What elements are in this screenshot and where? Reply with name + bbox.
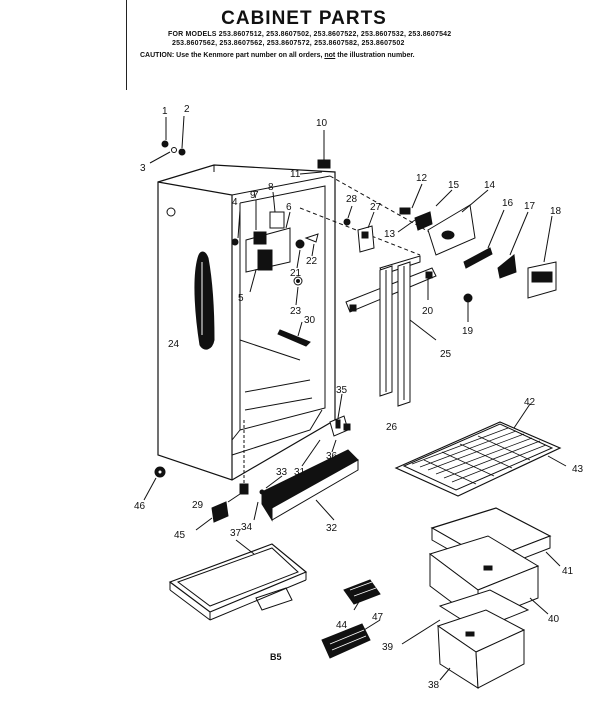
- callout-22: 22: [306, 256, 318, 267]
- page-title: CABINET PARTS: [221, 8, 387, 29]
- callout-23: 23: [290, 306, 302, 317]
- models-line-1: FOR MODELS 253.8607512, 253.8607502, 253…: [168, 31, 452, 38]
- callout-42: 42: [524, 397, 536, 408]
- caution-prefix: CAUTION: Use the Kenmore part number on …: [140, 52, 323, 59]
- callout-17: 17: [524, 201, 536, 212]
- callout-labels: 1 2 3 4 5 6 7 8 9 10 11 12 13 14 15 16 1…: [134, 104, 584, 691]
- caution-note: CAUTION: Use the Kenmore part number on …: [140, 52, 600, 59]
- callout-44: 44: [336, 620, 348, 631]
- callout-11: 11: [290, 169, 301, 180]
- callout-33: 33: [276, 467, 288, 478]
- part-30-thermostat-wire: [277, 321, 311, 347]
- callout-36: 36: [326, 451, 338, 462]
- models-line-2: 253.8607562, 253.8607562, 253.8607572, 2…: [172, 40, 405, 47]
- part-24-gasket-strip: [194, 251, 215, 350]
- callout-28: 28: [346, 194, 358, 205]
- callout-1: 1: [162, 106, 168, 117]
- models-list: FOR MODELS 253.8607512, 253.8607502, 253…: [168, 30, 588, 48]
- callout-9: 9: [250, 190, 256, 201]
- callout-14: 14: [484, 180, 496, 191]
- callout-30: 30: [304, 315, 316, 326]
- callout-41: 41: [562, 566, 574, 577]
- caution-not: not: [324, 52, 336, 59]
- callout-39: 39: [382, 642, 394, 653]
- header-divider-line: [126, 0, 127, 90]
- callout-45: 45: [174, 530, 186, 541]
- upper-right-hardware: [397, 183, 557, 322]
- callout-4: 4: [232, 197, 238, 208]
- callout-7: 7: [253, 190, 259, 201]
- callout-16: 16: [502, 198, 514, 209]
- callout-25: 25: [440, 349, 452, 360]
- callout-15: 15: [448, 180, 460, 191]
- page-code: B5: [270, 652, 282, 662]
- parts-1-2-3-hardware: [149, 115, 186, 164]
- callout-34: 34: [241, 522, 253, 533]
- callout-2: 2: [184, 104, 190, 115]
- part-32-grille: [261, 449, 359, 522]
- callout-31: 31: [294, 467, 306, 478]
- leveling-legs: [143, 420, 249, 531]
- callout-19: 19: [462, 326, 474, 337]
- callout-24: 24: [168, 339, 180, 350]
- cabinet-shell: [157, 130, 336, 481]
- callout-27: 27: [370, 202, 382, 213]
- callout-10: 10: [316, 118, 328, 129]
- callout-46: 46: [134, 501, 146, 512]
- control-bracket-cluster: [231, 191, 319, 306]
- shelf-rail-assembly: [345, 255, 437, 407]
- callout-21: 21: [290, 268, 302, 279]
- leader-11: [299, 171, 323, 175]
- parts-44-47-egg-trays: [321, 579, 381, 659]
- callout-32: 32: [326, 523, 338, 534]
- callout-29: 29: [192, 500, 204, 511]
- callout-6: 6: [286, 202, 292, 213]
- small-hardware-cluster: [253, 393, 351, 521]
- callout-37: 37: [230, 528, 242, 539]
- callout-35: 35: [336, 385, 348, 396]
- part-42-wire-shelf: [394, 403, 567, 497]
- crisper-assembly: [401, 507, 561, 689]
- callout-8: 8: [268, 182, 274, 193]
- part-37-drain-pan: [168, 539, 308, 621]
- callout-18: 18: [550, 206, 562, 217]
- callout-5: 5: [238, 293, 244, 304]
- callout-20: 20: [422, 306, 434, 317]
- parts-27-28-brackets: [343, 205, 375, 253]
- caution-suffix: the illustration number.: [337, 52, 415, 59]
- callout-47: 47: [372, 612, 384, 623]
- callout-26: 26: [386, 422, 398, 433]
- callout-43: 43: [572, 464, 584, 475]
- callout-38: 38: [428, 680, 440, 691]
- callout-40: 40: [548, 614, 560, 625]
- callout-3: 3: [140, 163, 146, 174]
- callout-13: 13: [384, 229, 396, 240]
- callout-12: 12: [416, 173, 428, 184]
